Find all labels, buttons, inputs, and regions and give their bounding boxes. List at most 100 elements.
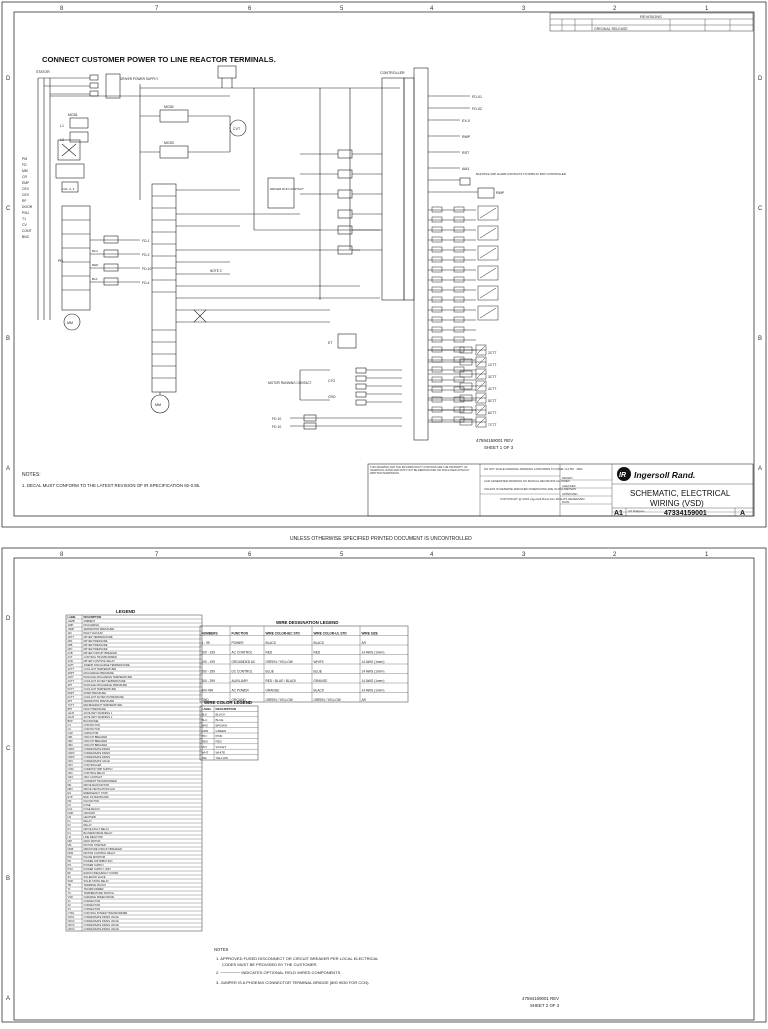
table-cell: CDV4 — [68, 927, 75, 931]
ct-label-4: 4CTT — [488, 387, 496, 391]
fd-bottom-1: FD 10 — [272, 417, 281, 421]
table-cell: X1 — [68, 899, 72, 903]
title-block: THIS DRAWING AND THE INFORMATION IT CONT… — [367, 463, 754, 517]
zone-a-right: A — [758, 466, 762, 472]
zone-7: 7 — [155, 6, 159, 12]
terminal-block — [453, 386, 465, 393]
ct-terminal — [459, 370, 473, 378]
table-cell: CDV — [68, 759, 74, 763]
table-cell: GND — [68, 811, 74, 815]
terminal-block — [431, 406, 443, 413]
motor-running-contact-label: MOTOR RUNNING CONTACT — [268, 381, 312, 385]
ct-sensor-box — [475, 392, 487, 404]
table-cell: K3 — [68, 827, 72, 831]
table-cell: BLUE — [266, 669, 274, 673]
terminal-block — [431, 206, 443, 213]
table-cell: PM — [68, 855, 72, 859]
table-cell: RELAY — [84, 823, 93, 827]
drawing-number: 47334159001 — [664, 510, 707, 517]
terminal-block — [453, 236, 465, 243]
sheet-2-note-1b: CODES MUST BE PROVIDED BY THE CUSTOMER. — [222, 962, 318, 967]
table-cell: DRYER TEMPERATURE — [84, 635, 113, 639]
table-cell: CDV3 — [68, 923, 75, 927]
table-cell: DRYER PRESSURE — [84, 643, 108, 647]
zone-4: 4 — [430, 6, 434, 12]
table-cell: TEMPERATURE SWITCH — [84, 891, 114, 895]
table-cell: RED — [266, 650, 273, 654]
table-cell: CURRENT TRANSFORMER — [84, 779, 117, 783]
table-cell: ORANGE — [266, 688, 280, 692]
table-cell: DRIVE MAIN MOTOR — [84, 783, 110, 787]
zone-numbers-top: 8 7 6 5 4 3 2 1 — [60, 6, 709, 12]
table-cell: SSR — [68, 879, 73, 883]
drawing-title-line-1: SCHEMATIC, ELECTRICAL — [630, 489, 731, 498]
terminal-block — [431, 276, 443, 283]
table-cell: 2PC — [68, 647, 73, 651]
terminal-block — [431, 386, 443, 393]
table-cell: CONTACTOR — [84, 723, 100, 727]
sheet-2-inner-border — [13, 557, 755, 1021]
table-cell: 1 - 99 — [202, 641, 210, 645]
pd-label: PD — [58, 259, 63, 263]
ct-sensor-symbol — [476, 405, 486, 415]
terminal-block — [431, 346, 443, 353]
ct-terminal — [459, 382, 473, 390]
zone-d: D — [6, 76, 11, 82]
unless-otherwise-text: UNLESS OTHERWISE SPECIFIED DIMENSIONS AR… — [484, 487, 576, 491]
terminal-block — [431, 366, 443, 373]
ct-terminal — [459, 358, 473, 366]
table-cell: FUSE BLOCK — [84, 807, 101, 811]
date-label: DATE — [562, 500, 569, 504]
mcb2-label: MCB2 — [164, 105, 174, 109]
table-cell: DRYER CIRCUIT BREAKER — [84, 651, 117, 655]
ingersoll-rand-logo-icon: IR — [617, 467, 631, 481]
sensor-symbol — [479, 287, 497, 299]
ex-0-label: EX-0 — [462, 119, 470, 123]
main-motor-label: MM — [155, 403, 161, 407]
table-cell: 6PT — [68, 699, 73, 703]
ct-label-7: 7CTT — [488, 423, 496, 427]
note-c-label: NOTE C — [210, 269, 223, 273]
table-cell: CAP — [68, 731, 74, 735]
table-cell: BLOWER DRIVE RELAY — [84, 831, 113, 835]
table-cell: 1AMB — [68, 619, 75, 623]
table-cell: PINK — [216, 734, 223, 738]
table-cell: FM — [68, 799, 72, 803]
rmp2-label: RMP — [496, 191, 505, 195]
ct-sensor-symbol — [476, 357, 486, 367]
ct-sensor-box — [475, 344, 487, 356]
terminal-block — [431, 246, 443, 253]
table-cell: CONTROL RELAY — [84, 771, 106, 775]
terminal-block — [453, 256, 465, 263]
table-cell: DRYER CONTROL RELAY — [84, 659, 116, 663]
table-cell: GRN — [202, 729, 209, 733]
table-cell: LINE REACTOR — [84, 835, 103, 839]
terminal-block — [431, 266, 443, 273]
sheet-2-notes: NOTES 1. APPROVED FUSED DISCONNECT OR CI… — [214, 947, 379, 985]
zone-b: B — [6, 336, 10, 342]
table-cell: EMC FILTER BOARD — [84, 795, 109, 799]
table-cell: POWER — [232, 641, 245, 645]
table-cell: CDP3 — [68, 755, 75, 759]
table-cell: X3 — [68, 907, 72, 911]
s2-zone-b: B — [6, 876, 10, 882]
table-cell: WHT — [202, 750, 209, 754]
table-cell: MAIN MOTOR — [84, 839, 101, 843]
relay-label-4: FD-4 — [142, 281, 150, 285]
power-section: STATOR DRIVER POWER SUPPLY MCB1 L1 L — [36, 65, 400, 331]
table-cell: 5CTT — [68, 687, 75, 691]
uncontrolled-notice: UNLESS OTHERWISE SPECIFIED PRINTED DOCUM… — [290, 536, 472, 542]
table-cell: SEPARATOR PRESSURE — [84, 627, 115, 631]
ct-terminal — [459, 406, 473, 414]
table-header-cell: WIRE SIZE — [362, 631, 378, 635]
table-cell: BLU — [202, 718, 208, 722]
table-cell: CONTACTOR — [84, 727, 100, 731]
drive-section: MM DRIVER RUN CONTACT NOTE C — [150, 88, 402, 430]
ct-terminal — [459, 394, 473, 402]
table-cell: HS — [68, 815, 72, 819]
table-cell: 2CR — [68, 659, 73, 663]
table-header-cell: FUNCTION — [232, 631, 249, 635]
terminal-block — [431, 316, 443, 323]
